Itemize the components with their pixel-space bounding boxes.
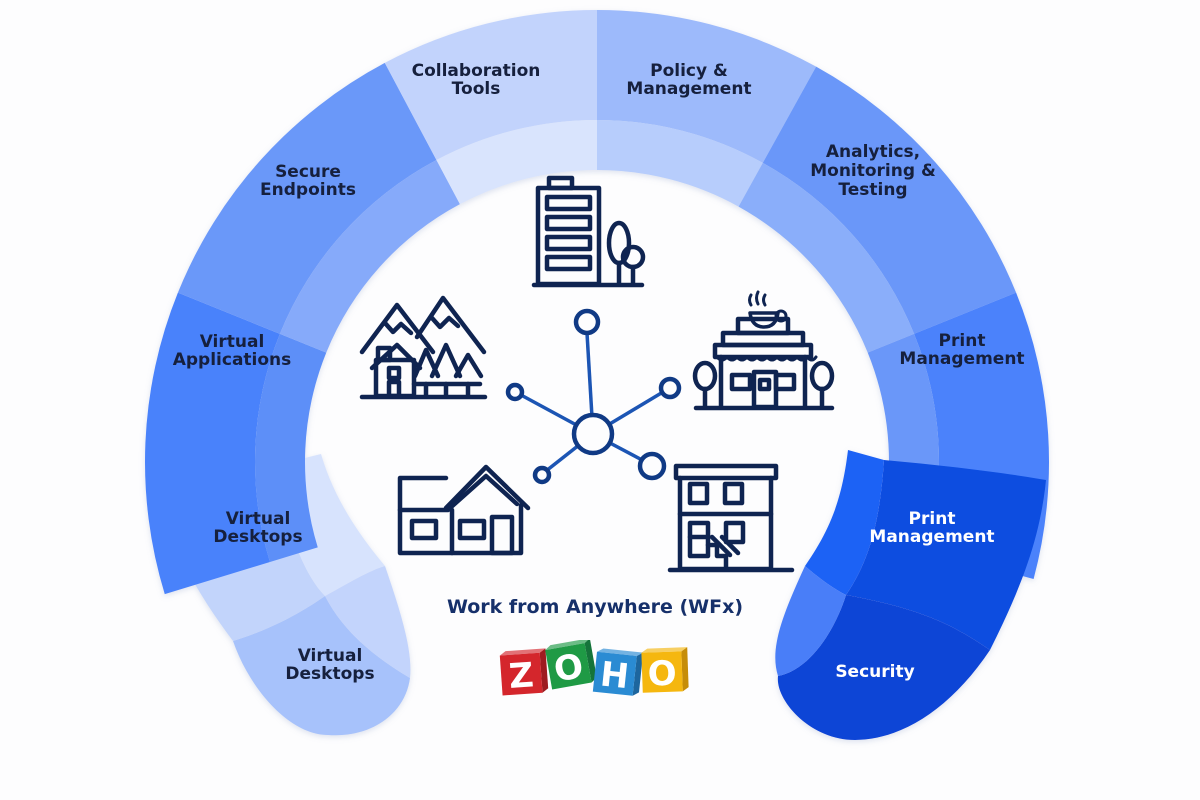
segment-analytics-monitoring-testing (738, 66, 1017, 353)
hub-node (637, 451, 667, 481)
segment-outer-band (777, 595, 990, 740)
segment-inner-band (738, 162, 915, 353)
segment-secure-endpoints (177, 62, 460, 353)
logo-letter: Z (508, 655, 535, 697)
logo-letter-block: H (592, 648, 644, 697)
hub-node (532, 465, 552, 485)
segment-virtual-desktops-2 (233, 566, 411, 736)
hub-node (505, 382, 525, 402)
segment-outer-band (762, 66, 1017, 334)
diagram-title: Work from Anywhere (WFx) (446, 596, 744, 618)
network-hub-icon (505, 308, 682, 485)
logo-letter: O (647, 654, 677, 695)
logo-letter: H (598, 654, 630, 697)
segment-virtual-applications (144, 292, 327, 595)
segment-policy-management (597, 10, 817, 207)
hub-node (573, 308, 601, 336)
segment-inner-band (436, 120, 597, 205)
hub-node (658, 376, 682, 400)
segment-label-policy-management: Policy &Management (626, 61, 751, 99)
segment-collaboration-tools (384, 10, 597, 205)
segment-security (775, 566, 990, 740)
segment-inner-band (279, 160, 460, 353)
segment-outer-band (233, 596, 410, 736)
segment-outer-band (846, 460, 1046, 650)
segment-print-management-2 (805, 450, 1046, 650)
mountain-cabin-icon (359, 295, 488, 400)
logo-letter-block: O (545, 640, 597, 690)
townhouse-icon (667, 463, 795, 573)
logo-letter: O (551, 646, 586, 690)
segment-outer-band (177, 62, 437, 334)
office-building-icon (531, 175, 646, 288)
segment-label-security: Security (835, 662, 914, 682)
suburban-house-icon (397, 464, 531, 556)
segment-inner-band (805, 450, 884, 595)
segment-inner-band (254, 333, 327, 562)
segment-ring (144, 10, 1049, 740)
segment-inner-band (597, 120, 763, 207)
logo-letter-block: Z (499, 648, 549, 697)
segment-outer-band (384, 10, 597, 161)
segment-outer-band (144, 292, 280, 595)
segment-inner-band (325, 566, 411, 678)
coffee-shop-icon (692, 290, 835, 411)
segment-inner-band (775, 566, 846, 676)
hub-center-node (571, 412, 615, 456)
logo-letter-block: O (641, 647, 689, 695)
segment-label-analytics-monitoring-testing: Analytics,Monitoring &Testing (810, 142, 936, 200)
segment-outer-band (597, 10, 817, 163)
